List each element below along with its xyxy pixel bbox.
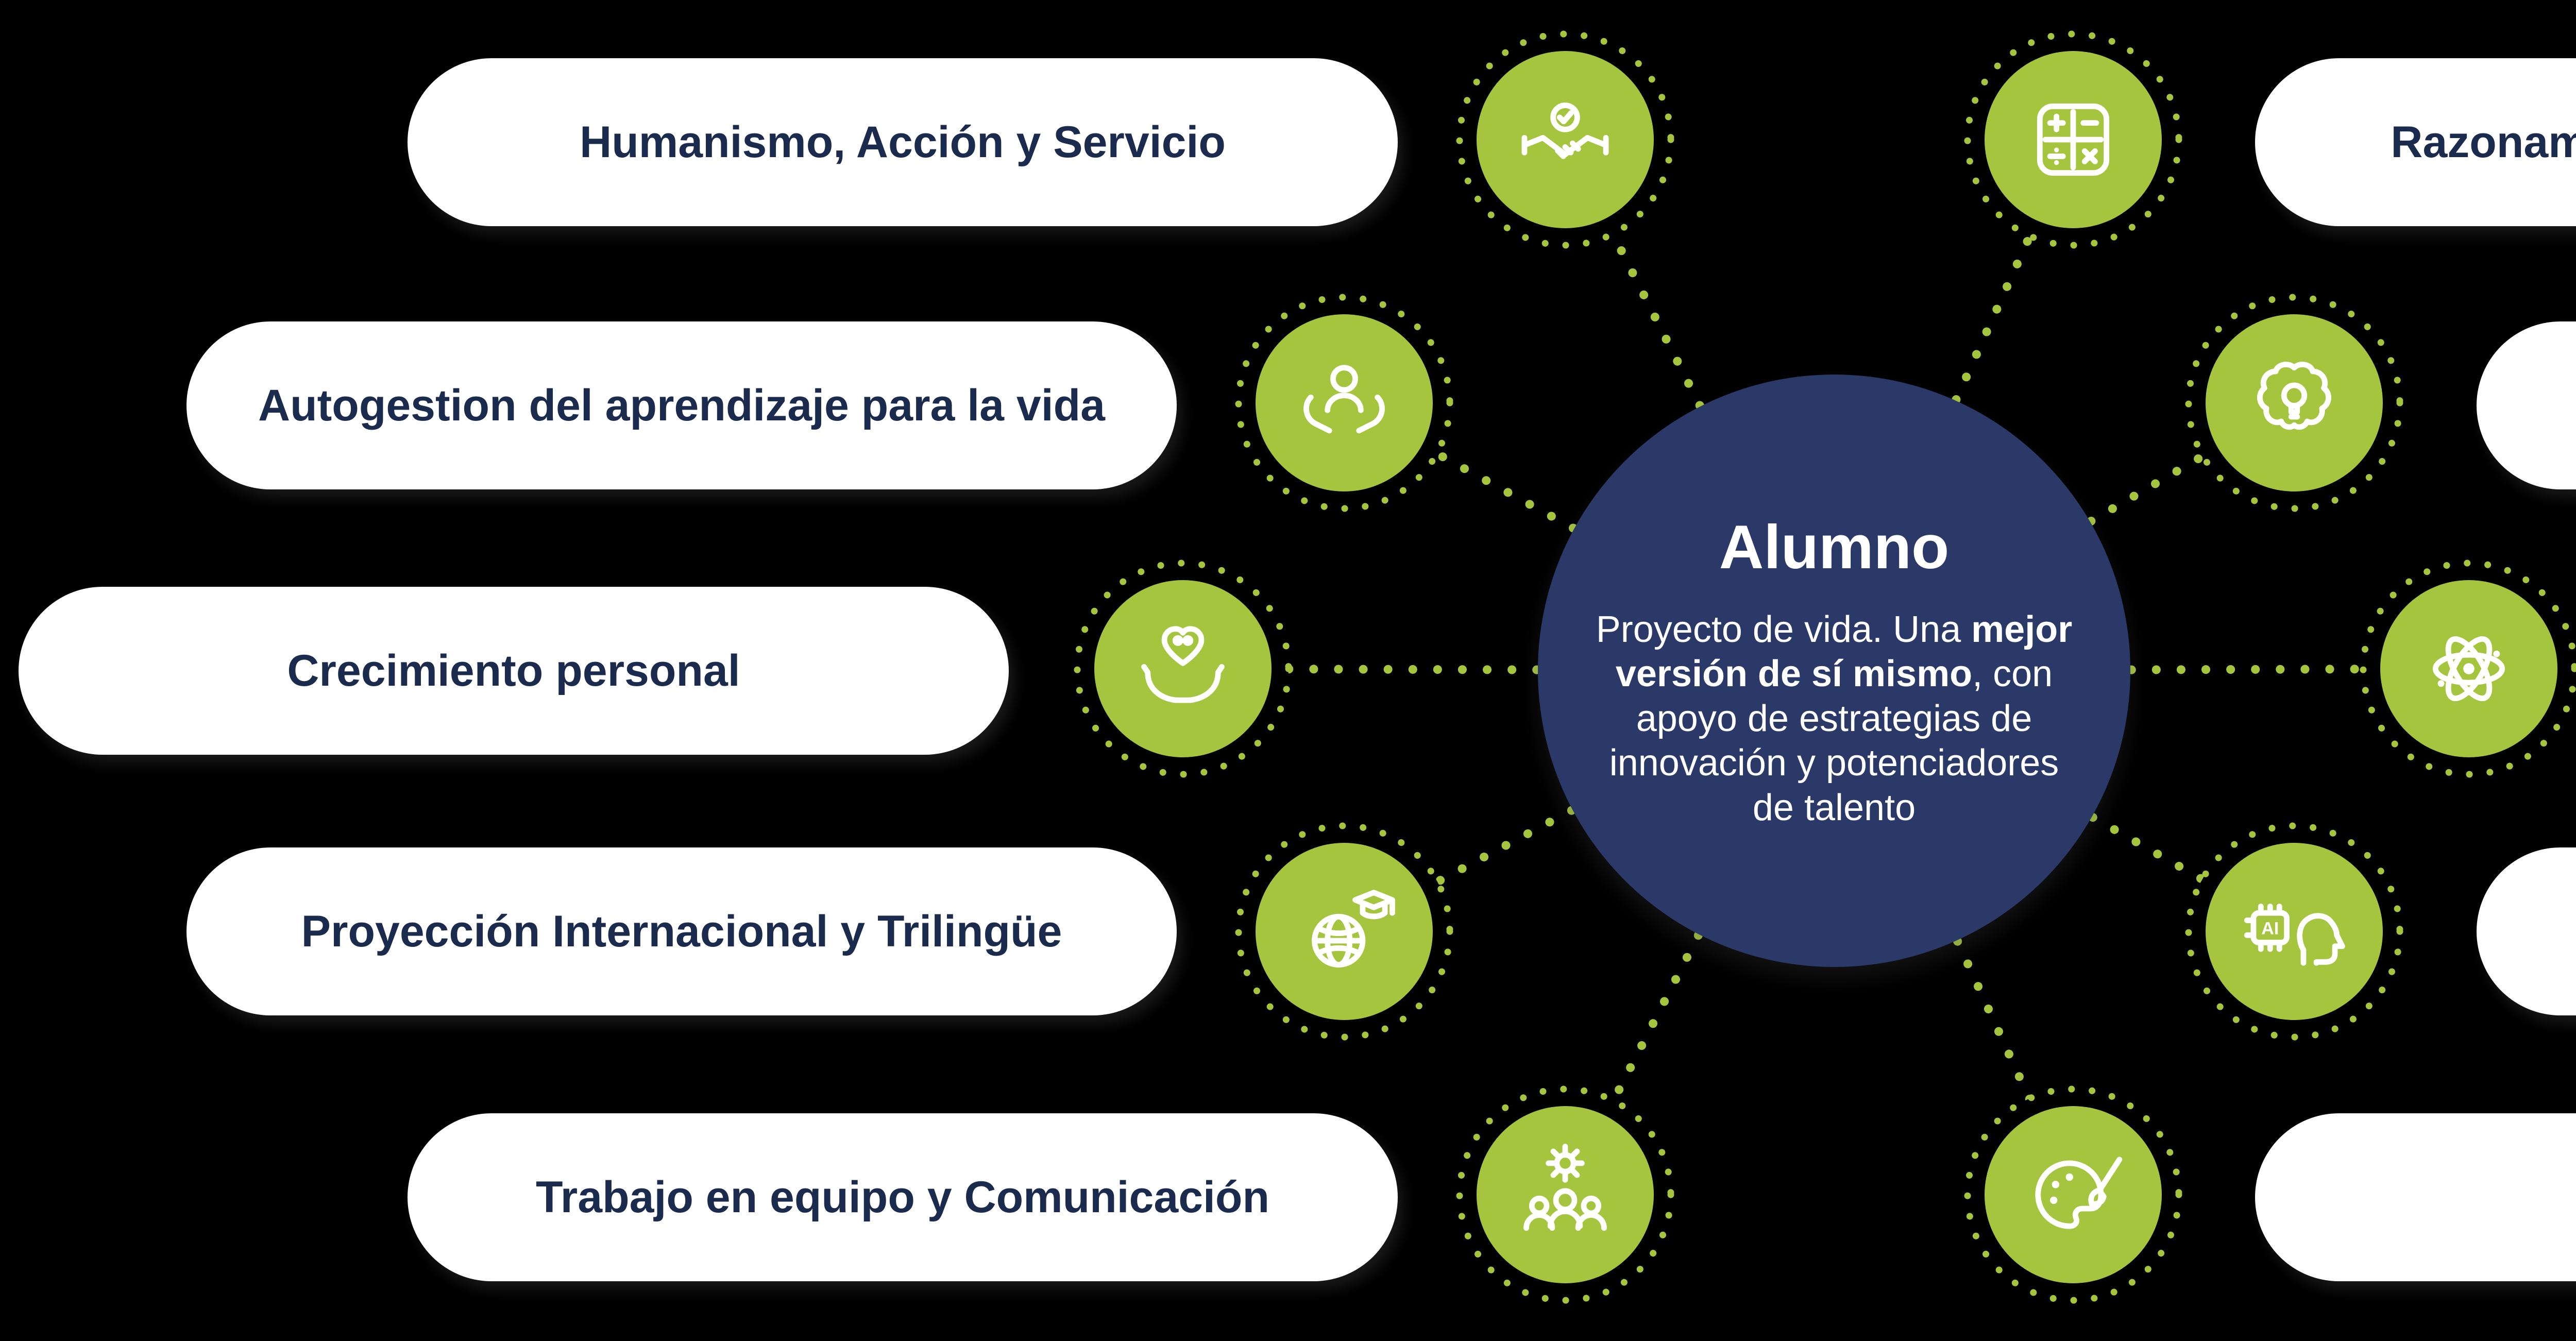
node-label-arte: Arte [2255, 1113, 2576, 1281]
node-label-autogestion: Autogestion del aprendizaje para la vida [187, 321, 1177, 489]
heart-hands-icon [1094, 580, 1272, 757]
learner-hands-icon [1256, 314, 1433, 491]
team-gear-icon [1477, 1106, 1654, 1283]
node-label-trabajo: Trabajo en equipo y Comunicación [408, 1113, 1398, 1281]
atom-icon [2380, 580, 2557, 757]
art-palette-icon [1985, 1106, 2162, 1283]
center-node: Alumno Proyecto de vida. Una mejor versi… [1538, 375, 2130, 967]
ai-chip-text: AI [2261, 919, 2279, 939]
center-description: Proyecto de vida. Una mejor versión de s… [1587, 607, 2081, 830]
globe-graduation-icon [1256, 843, 1433, 1020]
node-label-proyeccion: Proyección Internacional y Trilingüe [187, 847, 1177, 1015]
brain-lightbulb-icon [2206, 314, 2383, 491]
center-title: Alumno [1719, 513, 1950, 582]
center-description-part2: , con apoyo de estrategias de innovación… [1609, 653, 2059, 828]
node-label-crecimiento: Crecimiento personal [19, 587, 1009, 755]
ai-head-icon: AI [2206, 843, 2383, 1020]
center-description-part1: Proyecto de vida. Una [1596, 609, 1972, 651]
math-symbols-icon [1985, 51, 2162, 228]
node-label-humanismo: Humanismo, Acción y Servicio [408, 58, 1398, 226]
handshake-check-icon [1477, 51, 1654, 228]
center-description-bold: mejor versión de sí mismo [1615, 609, 2073, 695]
node-label-razonamiento: Razonamiento Lógico-Matemático [2255, 58, 2576, 226]
